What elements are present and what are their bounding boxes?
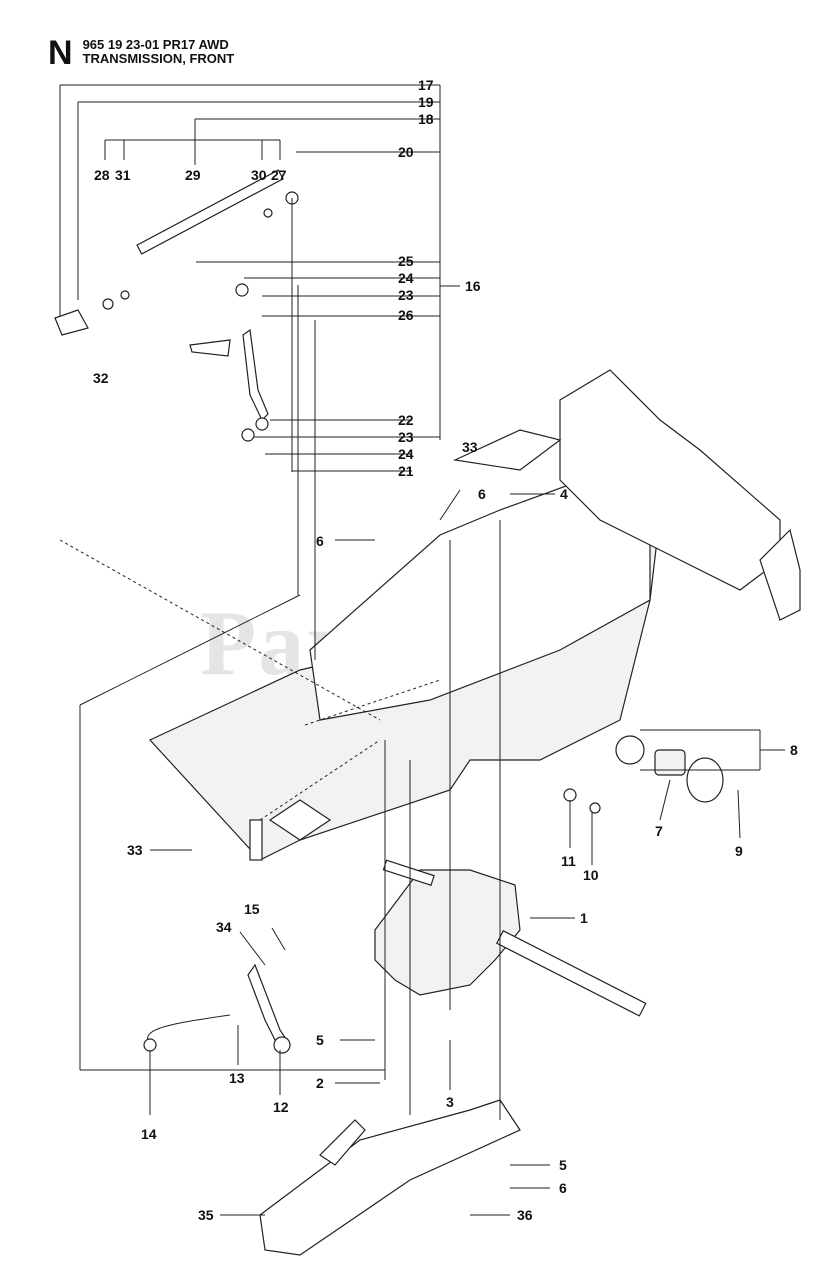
callout-17: 17 [418,77,434,93]
callout-32: 32 [93,370,109,386]
callout-28: 28 [94,167,110,183]
part-number-line: 965 19 23-01 PR17 AWD [82,37,229,52]
diagram-header: N 965 19 23-01 PR17 AWD TRANSMISSION, FR… [48,36,234,70]
callout-27: 27 [271,167,287,183]
diagram-subtitle: TRANSMISSION, FRONT [82,51,235,66]
callout-31: 31 [115,167,131,183]
alignment-dashes [59,539,441,821]
callout-34: 34 [216,919,232,935]
callout-5b: 5 [559,1157,567,1173]
callout-18: 18 [418,111,434,127]
title-block: 965 19 23-01 PR17 AWD TRANSMISSION, FRON… [83,36,235,66]
callout-30: 30 [251,167,267,183]
callout-7: 7 [655,823,663,839]
callout-26: 26 [398,307,414,323]
callout-29: 29 [185,167,201,183]
callout-14: 14 [141,1126,157,1142]
callout-21: 21 [398,463,414,479]
callout-13: 13 [229,1070,245,1086]
callout-23a: 23 [398,287,414,303]
callout-11: 11 [561,853,576,869]
transmission-assembly [374,859,647,1017]
section-letter: N [48,34,73,72]
callout-24b: 24 [398,446,414,462]
callout-33b: 33 [127,842,143,858]
callout-36: 36 [517,1207,533,1223]
callout-16: 16 [465,278,481,294]
callout-6a: 6 [316,533,324,549]
callout-3: 3 [446,1094,454,1110]
callout-22: 22 [398,412,414,428]
callout-15: 15 [244,901,260,917]
callout-1: 1 [580,910,588,926]
lower-parts [143,735,724,1256]
callout-2: 2 [316,1075,324,1091]
callout-4: 4 [560,486,568,502]
callout-19: 19 [418,94,434,110]
steering-linkage [54,169,299,472]
callout-bracket-16 [59,84,460,472]
callout-9: 9 [735,843,743,859]
callout-labels: 17 19 18 20 28 31 29 30 27 25 24 23 16 2… [93,77,798,1223]
mower-frame [149,369,801,861]
callout-10: 10 [583,867,599,883]
callout-12: 12 [273,1099,289,1115]
callout-24a: 24 [398,270,414,286]
callout-33a: 33 [462,439,478,455]
callout-35: 35 [198,1207,214,1223]
callout-20: 20 [398,144,414,160]
callout-6c: 6 [559,1180,567,1196]
callout-25: 25 [398,253,414,269]
callout-6b: 6 [478,486,486,502]
leader-lines [79,151,785,1216]
callout-23b: 23 [398,429,414,445]
callout-5a: 5 [316,1032,324,1048]
callout-8: 8 [790,742,798,758]
